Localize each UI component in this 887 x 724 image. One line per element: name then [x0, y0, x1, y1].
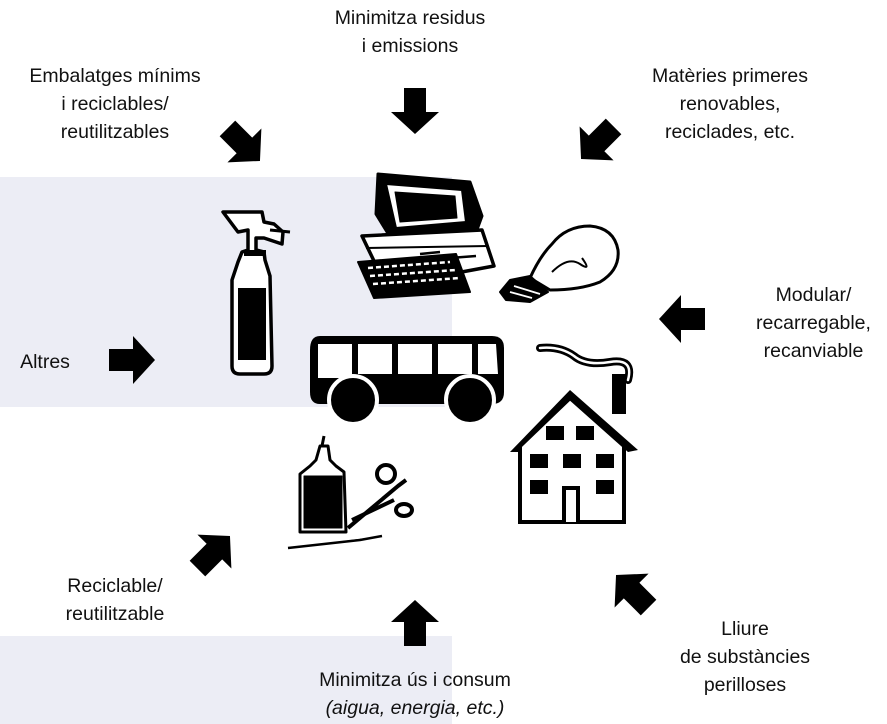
- label-line: reutilitzables: [60, 121, 170, 143]
- house-icon: [510, 343, 638, 524]
- label-recyclable: Reciclable/ reutilitzable: [30, 572, 200, 628]
- label-hazard-free: Lliure de substàncies perilloses: [645, 615, 845, 699]
- label-minimal-packaging: Embalatges mínims i reciclables/ reutili…: [0, 62, 230, 146]
- label-line: Embalatges mínims: [29, 65, 201, 87]
- label-line: reutilitzable: [65, 603, 165, 625]
- label-line: Lliure: [721, 618, 769, 640]
- arrow-icon: [210, 111, 277, 178]
- computer-icon: [357, 172, 496, 299]
- spray-bottle-icon: [221, 210, 291, 376]
- label-raw-materials: Matèries primeres renovables, reciclades…: [625, 62, 835, 146]
- background-band-bottom: [0, 636, 452, 724]
- bus-icon: [310, 336, 504, 426]
- label-modular: Modular/ recarregable, recanviable: [740, 281, 887, 365]
- label-minimize-use: Minimitza ús i consum (aigua, energia, e…: [285, 666, 545, 722]
- light-bulb-icon: [499, 224, 620, 303]
- label-line: i reciclables/: [61, 93, 169, 115]
- label-line: Minimitza residus: [334, 7, 486, 29]
- arrow-icon: [391, 600, 439, 646]
- arrow-icon: [109, 336, 155, 384]
- arrow-icon: [599, 558, 666, 625]
- label-line: (aigua, energia, etc.): [325, 697, 505, 719]
- arrow-icon: [180, 519, 247, 586]
- label-line: Modular/: [775, 284, 852, 306]
- label-line: Matèries primeres: [651, 65, 809, 87]
- label-line: perilloses: [703, 674, 787, 696]
- glue-and-scissors-icon: [287, 435, 414, 550]
- label-line: Reciclable/: [67, 575, 163, 597]
- label-line: i emissions: [361, 35, 459, 57]
- label-others: Altres: [10, 348, 80, 376]
- label-line: renovables,: [679, 93, 781, 115]
- label-line: reciclades, etc.: [664, 121, 796, 143]
- label-line: recarregable,: [756, 312, 871, 334]
- arrow-icon: [659, 295, 705, 343]
- label-minimize-waste: Minimitza residus i emissions: [300, 4, 520, 60]
- label-line: de substàncies: [679, 646, 811, 668]
- label-line: recanviable: [763, 340, 864, 362]
- label-line: Altres: [20, 351, 70, 373]
- arrow-icon: [564, 109, 631, 176]
- arrow-icon: [391, 88, 439, 134]
- label-line: Minimitza ús i consum: [319, 669, 511, 691]
